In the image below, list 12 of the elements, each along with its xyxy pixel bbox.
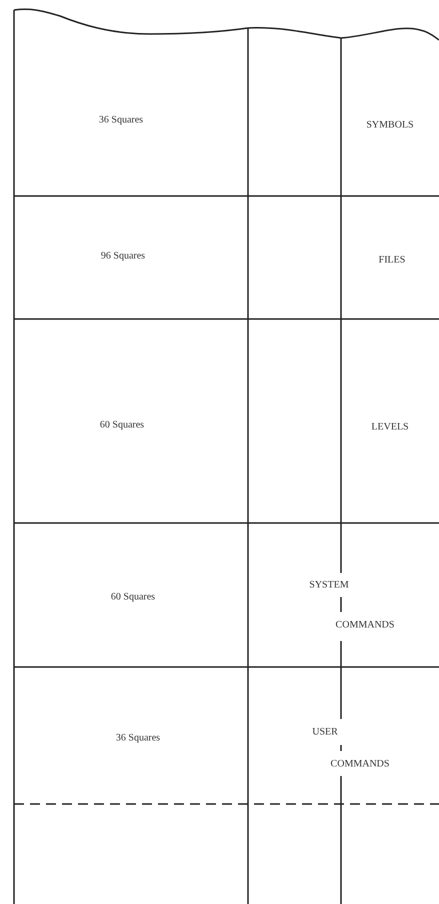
cell-label: SYSTEM: [309, 578, 349, 592]
cell-label: 60 Squares: [110, 590, 156, 604]
cell-label: COMMANDS: [336, 618, 394, 632]
cell-label: USER: [312, 726, 338, 740]
cell-label: 96 Squares: [100, 250, 146, 264]
cell-label: 36 Squares: [98, 114, 144, 128]
cell-label: LEVELS: [371, 420, 409, 434]
cell-label: FILES: [378, 254, 406, 268]
cell-label: COMMANDS: [330, 758, 390, 772]
cell-label: SYMBOLS: [366, 118, 414, 132]
cell-label: 36 Squares: [116, 732, 160, 746]
cell-label: 60 Squares: [100, 418, 144, 432]
